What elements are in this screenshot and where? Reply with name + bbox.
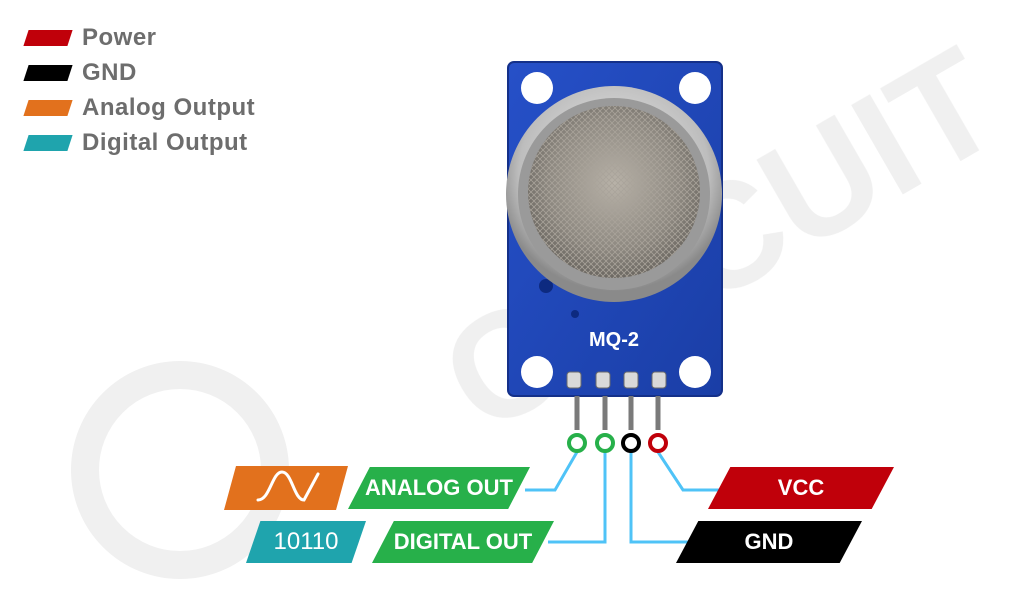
mounting-hole — [521, 356, 553, 388]
wire-vcc — [656, 451, 722, 492]
mounting-hole — [679, 356, 711, 388]
sine-wave-icon — [256, 470, 320, 502]
analog-out-tag: ANALOG OUT — [348, 467, 530, 509]
gnd-label: GND — [744, 529, 794, 554]
legend-item-power: Power — [23, 20, 255, 55]
digital-out-label: DIGITAL OUT — [393, 529, 533, 554]
mounting-hole — [679, 72, 711, 104]
vcc-label: VCC — [777, 475, 825, 500]
pin-terminals — [567, 433, 668, 453]
legend-label-gnd: GND — [82, 58, 137, 86]
wires — [525, 451, 722, 544]
legend: Power GND Analog Output Digital Output — [23, 20, 256, 160]
terminal-gnd — [621, 433, 641, 453]
terminal-analog — [567, 433, 587, 453]
analog-signal-badge — [224, 466, 348, 510]
wire-analog — [525, 451, 579, 492]
legend-label-analog: Analog Output — [82, 93, 256, 121]
mounting-hole — [521, 72, 553, 104]
legend-label-digital: Digital Output — [82, 128, 248, 156]
analog-out-label: ANALOG OUT — [365, 475, 513, 500]
vcc-tag: VCC — [708, 467, 894, 509]
wire-digital — [548, 452, 607, 544]
mq2-board: MQ-2 — [506, 61, 723, 397]
digital-signal-text: 10110 — [273, 528, 339, 555]
legend-item-analog: Analog Output — [23, 90, 256, 125]
digital-signal-badge: 10110 — [246, 521, 366, 563]
header-pads — [566, 371, 667, 389]
wire-gnd — [629, 452, 690, 544]
legend-item-gnd: GND — [23, 55, 255, 90]
digital-out-tag: DIGITAL OUT — [372, 521, 554, 563]
terminal-digital — [595, 433, 615, 453]
terminal-vcc — [648, 433, 668, 453]
gas-sensor-element — [506, 86, 722, 302]
legend-item-digital: Digital Output — [23, 125, 255, 160]
board-label: MQ-2 — [589, 329, 639, 351]
pin-legs — [574, 396, 661, 430]
legend-label-power: Power — [82, 23, 157, 51]
gnd-tag: GND — [676, 521, 862, 563]
